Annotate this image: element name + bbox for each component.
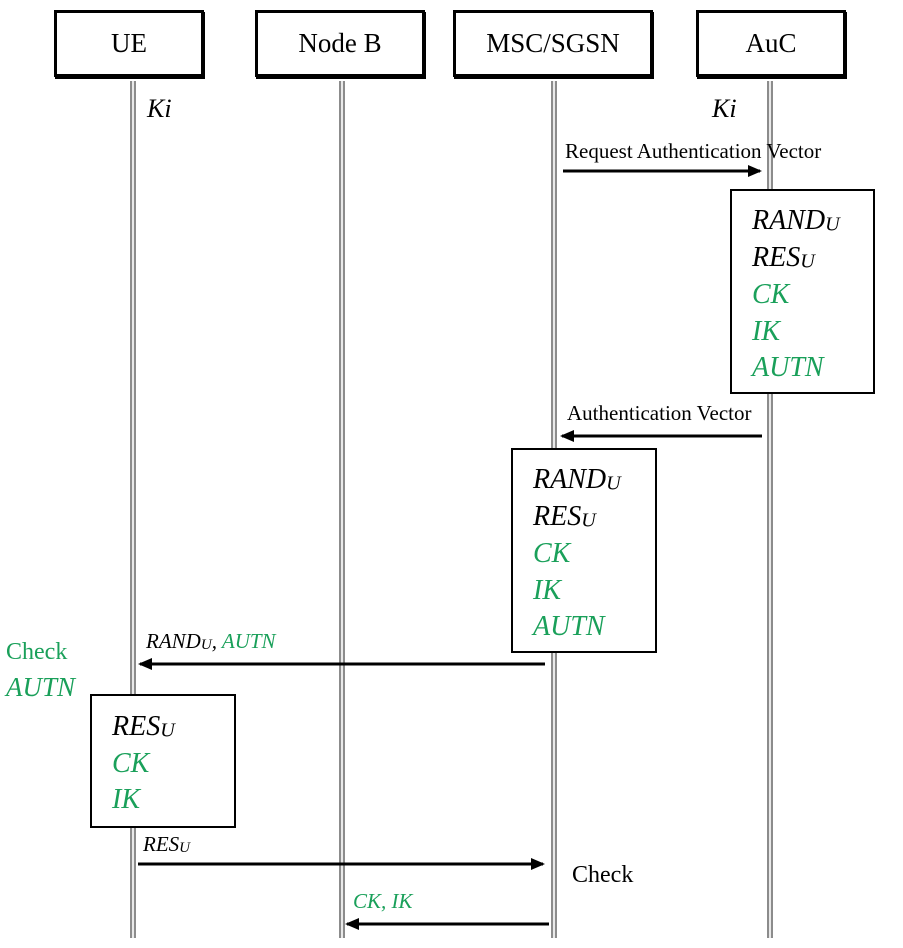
ue-result-box: RESU CK IK [90, 694, 236, 828]
label-auth-vector: Authentication Vector [567, 401, 752, 425]
lifeline-auc [767, 81, 773, 938]
actor-auc: AuC [696, 10, 846, 77]
label-rand-autn-rand: RAND [146, 629, 201, 653]
auc-rand-sub: U [825, 213, 840, 236]
label-rand-autn-sep: , [211, 629, 222, 653]
ue-ik: IK [112, 784, 140, 815]
msc-rand-sub: U [606, 472, 621, 495]
msc-res-text: RES [533, 501, 582, 532]
ue-ck: CK [112, 748, 150, 779]
actor-ue-label: UE [111, 28, 147, 58]
auc-res-sub: U [800, 250, 815, 273]
note-check-autn-line1: Check [6, 639, 68, 665]
msc-autn: AUTN [533, 611, 605, 642]
auc-rand: RANDU [752, 207, 840, 239]
actor-nodeb: Node B [255, 10, 425, 77]
note-check-autn-line2: AUTN [6, 672, 76, 702]
msc-rand-text: RAND [533, 464, 607, 495]
auc-autn: AUTN [752, 352, 824, 383]
msc-res: RESU [533, 503, 596, 535]
label-res-text: RES [143, 832, 180, 856]
ue-res-text: RES [112, 711, 161, 742]
label-request-vector: Request Authentication Vector [565, 139, 822, 163]
ue-res-sub: U [160, 719, 175, 742]
msc-vector-box: RANDU RESU CK IK AUTN [511, 448, 657, 653]
ue-key-label: Ki [147, 94, 172, 123]
label-res: RESU [143, 833, 190, 859]
lifeline-nodeb [339, 81, 345, 938]
label-res-sub: U [179, 840, 191, 857]
auc-rand-text: RAND [752, 205, 826, 236]
actor-ue: UE [54, 10, 204, 77]
auc-res-text: RES [752, 242, 801, 273]
msc-rand: RANDU [533, 466, 621, 498]
actor-msc-sgsn: MSC/SGSN [453, 10, 653, 77]
label-rand-autn-autn: AUTN [221, 629, 276, 653]
auc-vector-box: RANDU RESU CK IK AUTN [730, 189, 875, 394]
lifeline-ue [130, 81, 136, 938]
actor-auc-label: AuC [745, 28, 797, 58]
note-check: Check [572, 862, 634, 888]
ue-res: RESU [112, 713, 175, 745]
actor-nodeb-label: Node B [298, 28, 382, 58]
label-rand-autn: RANDU, AUTN [146, 630, 276, 656]
auc-ck: CK [752, 279, 790, 310]
auc-ik: IK [752, 316, 780, 347]
msc-res-sub: U [581, 509, 596, 532]
msc-ik: IK [533, 575, 561, 606]
msc-ck: CK [533, 538, 571, 569]
label-rand-autn-sub: U [200, 637, 212, 654]
actor-msc-label: MSC/SGSN [486, 28, 620, 58]
auc-res: RESU [752, 244, 815, 276]
label-ck-ik: CK, IK [353, 889, 413, 913]
auc-key-label: Ki [712, 94, 737, 123]
